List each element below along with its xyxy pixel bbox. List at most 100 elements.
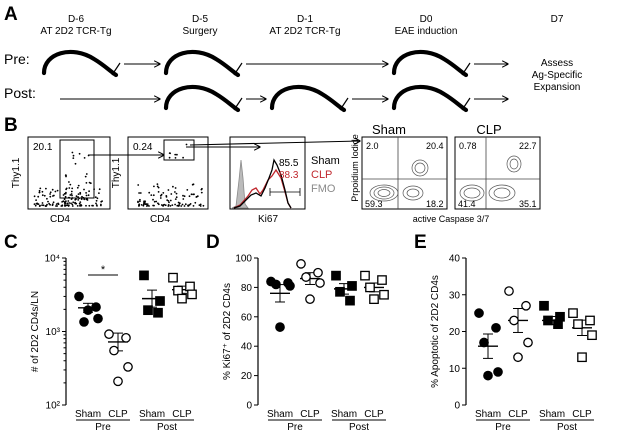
y-axis-label-pi: Prpoidium Iodide <box>350 134 360 202</box>
data-point <box>177 293 187 304</box>
data-point <box>521 300 531 311</box>
data-point <box>539 300 549 311</box>
event-dot <box>159 194 162 197</box>
event-dot <box>88 204 91 207</box>
data-point <box>173 285 183 296</box>
event-dot <box>139 192 142 194</box>
event-dot <box>62 194 65 196</box>
event-dot <box>64 192 67 195</box>
assess-line-1: Assess <box>541 58 573 69</box>
data-point <box>93 313 103 324</box>
data-point <box>305 294 315 305</box>
event-dot <box>174 187 177 189</box>
y-tick-label: 80 <box>241 283 253 294</box>
y-tick-label: 10⁴ <box>45 254 60 265</box>
event-dot <box>79 193 82 195</box>
event-dot <box>174 153 177 156</box>
group-label-post: Post <box>557 422 577 432</box>
data-point <box>543 315 553 326</box>
event-dot <box>165 195 168 197</box>
event-dot <box>45 187 47 190</box>
event-dot <box>138 205 140 207</box>
event-dot <box>34 204 37 207</box>
event-dot <box>38 189 41 192</box>
event-dot <box>174 198 177 201</box>
legend-clp: CLP <box>311 169 332 181</box>
event-dot <box>86 199 89 201</box>
row-label-pre: Pre: <box>4 51 30 67</box>
event-dot <box>87 194 90 197</box>
step-day-3: D-1 <box>297 14 314 25</box>
panel-label-a: A <box>4 4 18 25</box>
event-dot <box>77 193 80 196</box>
y-axis-label-thy11: Thy1.1 <box>111 157 122 188</box>
event-dot <box>177 204 180 207</box>
clp-ll: 41.4 <box>458 199 476 209</box>
data-point <box>301 272 311 282</box>
event-dot <box>150 194 153 197</box>
mouse-icon <box>269 84 349 113</box>
event-dot <box>169 205 172 207</box>
legend-fmo: FMO <box>311 183 336 195</box>
x-category-label: Sham <box>539 409 565 420</box>
event-dot <box>145 203 148 206</box>
data-point <box>91 302 101 312</box>
event-dot <box>142 204 145 207</box>
event-dot <box>78 152 81 155</box>
y-axis-label: % Ki67⁺ of 2D2 CD4s <box>222 283 233 380</box>
event-dot <box>168 152 171 155</box>
event-dot <box>184 203 187 206</box>
event-dot <box>83 188 85 191</box>
event-dot <box>192 193 195 196</box>
y-tick-label: 0 <box>246 401 252 412</box>
event-dot <box>91 204 93 207</box>
assess-line-3: Expansion <box>534 82 581 93</box>
event-dot <box>139 200 141 203</box>
event-dot <box>49 195 52 198</box>
event-dot <box>70 190 73 193</box>
event-dot <box>188 195 191 198</box>
event-dot <box>182 194 184 197</box>
x-category-label: Sham <box>475 409 501 420</box>
event-dot <box>172 185 174 188</box>
step-day-4: D0 <box>420 14 433 25</box>
event-dot <box>71 203 74 206</box>
significance-star: * <box>101 264 106 276</box>
event-dot <box>201 187 203 190</box>
event-dot <box>196 195 199 198</box>
event-dot <box>42 204 45 207</box>
quad-plot-sham: 2.0 20.4 59.3 18.2 <box>361 136 448 210</box>
event-dot <box>194 201 197 204</box>
x-axis-label-ki67: Ki67 <box>258 214 278 225</box>
data-point <box>313 267 323 278</box>
event-dot <box>77 199 80 201</box>
histogram-fmo <box>231 159 249 209</box>
event-dot <box>183 205 186 207</box>
data-point <box>379 289 389 300</box>
event-dot <box>95 199 98 202</box>
x-category-label: CLP <box>508 409 528 420</box>
event-dot <box>153 204 155 207</box>
event-dot <box>56 205 58 207</box>
panel-label-b: B <box>4 115 18 136</box>
histogram-sham <box>233 158 292 209</box>
x-category-label: CLP <box>108 409 128 420</box>
data-point <box>79 317 89 327</box>
event-dot <box>85 194 88 197</box>
event-dot <box>159 197 162 199</box>
y-tick-label: 100 <box>235 254 252 265</box>
event-dot <box>41 194 44 197</box>
event-dot <box>83 157 86 159</box>
y-tick-label: 20 <box>241 371 253 382</box>
event-dot <box>175 192 178 195</box>
data-point <box>573 319 583 330</box>
event-dot <box>85 182 88 184</box>
event-dot <box>55 203 58 206</box>
event-dot <box>85 192 87 194</box>
data-point <box>568 308 578 318</box>
event-dot <box>174 157 177 159</box>
event-dot <box>38 191 41 194</box>
event-dot <box>191 183 194 186</box>
event-dot <box>67 204 69 207</box>
flow-plot-1: 20.1 CD4 Thy1.1 <box>11 136 111 225</box>
